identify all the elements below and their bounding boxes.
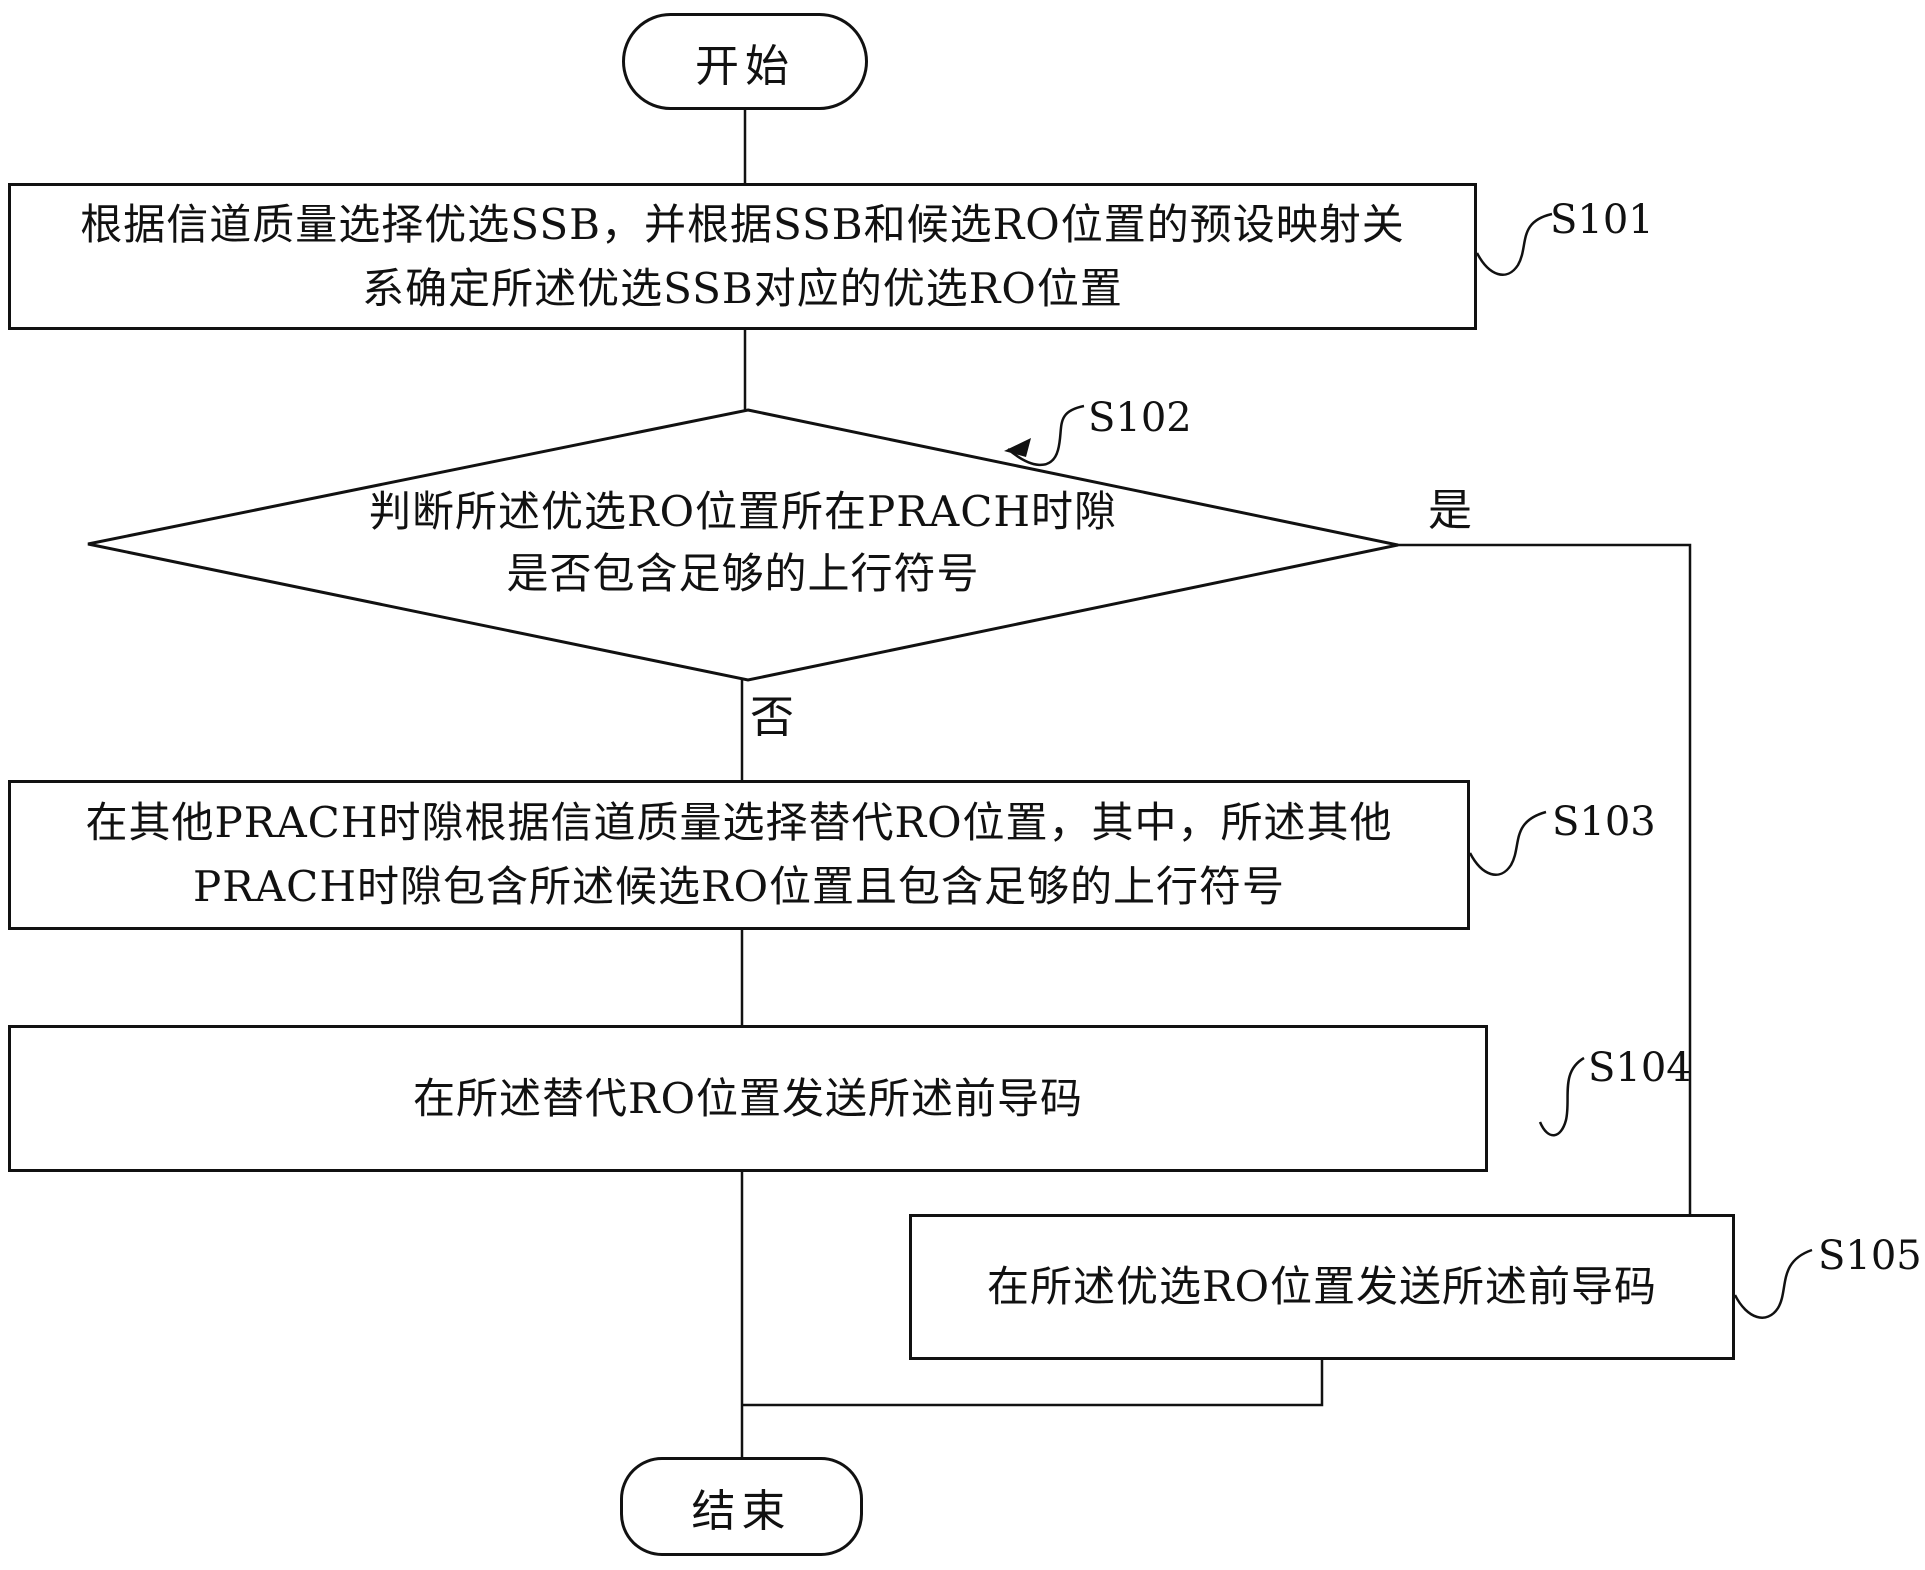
connector-s105-junction <box>742 1359 1324 1407</box>
end-label: 结束 <box>691 1485 792 1537</box>
step-label-s104: S104 <box>1588 1045 1692 1091</box>
s101-text-line1: 根据信道质量选择优选SSB，并根据SSB和候选RO位置的预设映射关 <box>80 199 1405 249</box>
leader-arrowhead-s102 <box>1004 438 1031 457</box>
connector-yes-branch <box>1398 543 1692 1215</box>
leader-squiggle-s104 <box>1538 1056 1585 1137</box>
s105-text: 在所述优选RO位置发送所述前导码 <box>986 1262 1658 1311</box>
s103-text-line2: PRACH时隙包含所述候选RO位置且包含足够的上行符号 <box>192 862 1286 911</box>
step-label-s102: S102 <box>1088 395 1192 441</box>
s103-text-line1: 在其他PRACH时隙根据信道质量选择替代RO位置，其中，所述其他 <box>85 798 1393 847</box>
process-box-s104: 在所述替代RO位置发送所述前导码 <box>8 1025 1488 1172</box>
step-label-s101: S101 <box>1550 197 1654 243</box>
decision-diamond-s102 <box>87 408 1399 682</box>
leader-squiggle-s103 <box>1468 810 1547 876</box>
end-terminal: 结束 <box>620 1457 863 1556</box>
process-box-s103: 在其他PRACH时隙根据信道质量选择替代RO位置，其中，所述其他 PRACH时隙… <box>8 780 1470 930</box>
s102-text-line2: 是否包含足够的上行符号 <box>506 549 980 598</box>
leader-squiggle-s102 <box>1007 404 1085 467</box>
process-box-s105: 在所述优选RO位置发送所述前导码 <box>909 1214 1735 1360</box>
leader-squiggle-s105 <box>1733 1248 1813 1319</box>
process-box-s101: 根据信道质量选择优选SSB，并根据SSB和候选RO位置的预设映射关 系确定所述优… <box>8 183 1477 330</box>
start-terminal: 开始 <box>622 13 868 110</box>
s104-text: 在所述替代RO位置发送所述前导码 <box>412 1073 1084 1123</box>
yes-branch-label: 是 <box>1428 485 1472 536</box>
step-label-s105: S105 <box>1818 1233 1922 1279</box>
no-branch-label: 否 <box>750 692 794 743</box>
decision-text-s102: 判断所述优选RO位置所在PRACH时隙 是否包含足够的上行符号 <box>243 478 1243 608</box>
step-label-s103: S103 <box>1552 799 1656 845</box>
leader-squiggle-s101 <box>1475 212 1553 276</box>
start-label: 开始 <box>695 40 795 92</box>
s102-text-line1: 判断所述优选RO位置所在PRACH时隙 <box>368 487 1118 536</box>
s101-text-line2: 系确定所述优选SSB对应的优选RO位置 <box>362 263 1123 313</box>
